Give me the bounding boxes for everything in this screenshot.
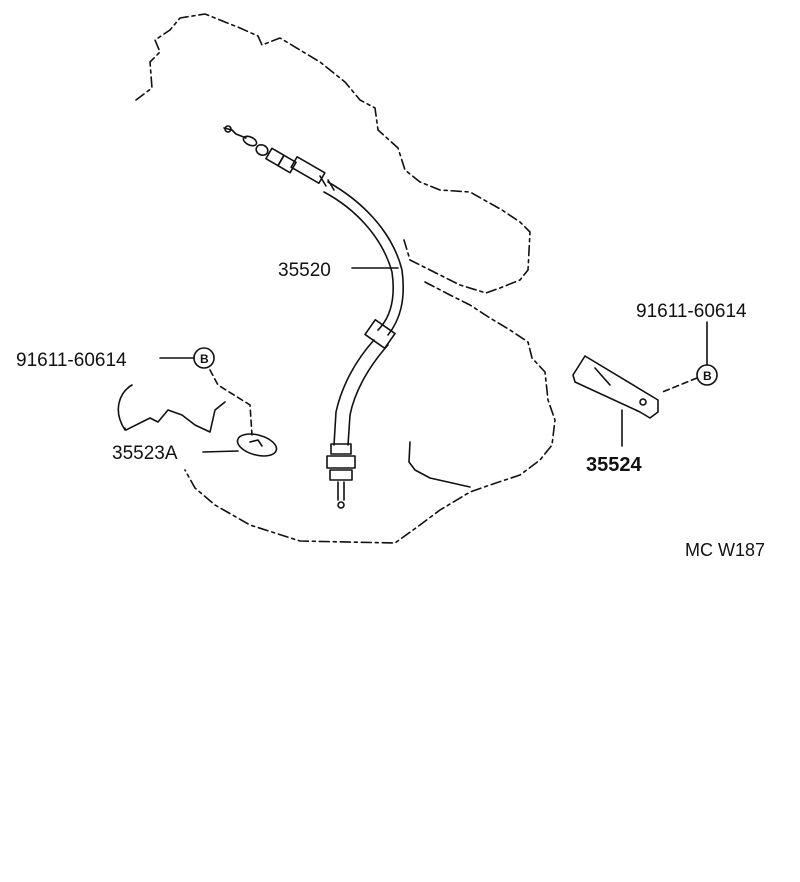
label-35520: 35520: [278, 260, 331, 281]
cable-lower-ferrule: [330, 443, 352, 455]
cable-lower-nut-2: [329, 469, 353, 481]
bolt-right-dashed-path: [659, 377, 698, 394]
label-35523A: 35523A: [112, 443, 178, 464]
label-ref-code: MC W187: [685, 540, 765, 560]
cable-sheath-inner: [323, 191, 395, 331]
cable-grommet: [364, 318, 396, 350]
transmission-housing-upper-outline: [135, 13, 531, 294]
clamp-35523A-hole: [249, 439, 263, 447]
cable-end-fitting-1: [242, 135, 258, 147]
bracket-35524-hole: [639, 398, 647, 406]
housing-solid-edge: [408, 441, 471, 488]
label-bolt-right: 91611-60614: [636, 301, 747, 322]
bracket-35524: [572, 355, 659, 419]
bolt-marker-right-letter: B: [703, 369, 712, 383]
clamp-35523A: [236, 433, 278, 457]
cable-end-loop: [224, 125, 232, 133]
cable-end-tip: [223, 127, 247, 139]
cable-sheath-lower-outer: [347, 344, 389, 446]
cable-lower-nut: [326, 455, 356, 469]
cable-end-sleeve: [290, 156, 326, 184]
cable-sheath-lower-inner: [333, 339, 375, 446]
cable-end-nut-1: [265, 147, 285, 167]
label-35524: 35524: [586, 454, 642, 476]
cable-sheath-outer: [327, 181, 405, 336]
label-bolt-left: 91611-60614: [16, 350, 127, 371]
cable-lower-rod: [337, 481, 345, 501]
bolt-left-dashed-path: [209, 369, 253, 436]
cable-end-collar: [319, 175, 335, 191]
clamp-mount-outline: [117, 384, 226, 433]
bolt-marker-left: [193, 347, 215, 369]
cable-lower-rod-end: [337, 501, 345, 509]
bolt-marker-left-letter: B: [200, 352, 209, 366]
transmission-housing-lower-outline: [184, 281, 556, 544]
cable-end-fitting-2: [255, 144, 269, 156]
leader-35523A: [202, 450, 239, 453]
